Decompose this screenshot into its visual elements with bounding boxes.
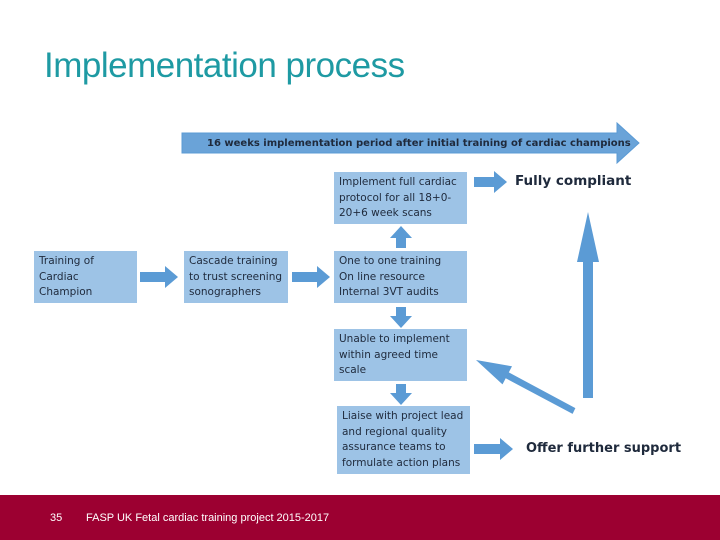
- box-training-champion: Training of Cardiac Champion completed: [34, 251, 137, 303]
- box-implement-protocol: Implement full cardiac protocol for all …: [334, 172, 467, 224]
- arrow-champion-to-cascade: [140, 266, 178, 288]
- arrow-liaise-to-offer-support: [474, 438, 513, 460]
- box-liaise-with-project: Liaise with project lead and regional qu…: [337, 406, 470, 474]
- outcome-fully-compliant: Fully compliant: [515, 173, 632, 189]
- arrow-one-to-one-to-implement: [390, 226, 412, 248]
- footer-text: FASP UK Fetal cardiac training project 2…: [86, 512, 330, 524]
- arrow-support-to-fully-compliant: [577, 212, 599, 398]
- box-cascade-training: Cascade training to trust screening sono…: [184, 251, 288, 303]
- arrow-implement-to-fully-compliant: [474, 171, 507, 193]
- arrow-support-back-to-unable: [476, 360, 576, 414]
- box-unable-to-implement: Unable to implement within agreed time s…: [334, 329, 467, 381]
- implementation-flow-diagram: [140, 121, 640, 460]
- arrow-cascade-to-one-to-one: [292, 266, 330, 288]
- slide-title: Implementation process: [44, 46, 405, 85]
- arrow-unable-to-liaise: [390, 384, 412, 405]
- outcome-offer-further-support: Offer further support: [526, 441, 682, 456]
- timeline-banner-label: 16 weeks implementation period after ini…: [207, 138, 631, 149]
- slide-number: 35: [50, 512, 63, 524]
- timeline-banner-arrow: [181, 121, 640, 165]
- footer-bar: [0, 495, 720, 540]
- box-one-to-one-training: One to one training On line resource Int…: [334, 251, 467, 303]
- arrow-one-to-one-to-unable: [390, 307, 412, 328]
